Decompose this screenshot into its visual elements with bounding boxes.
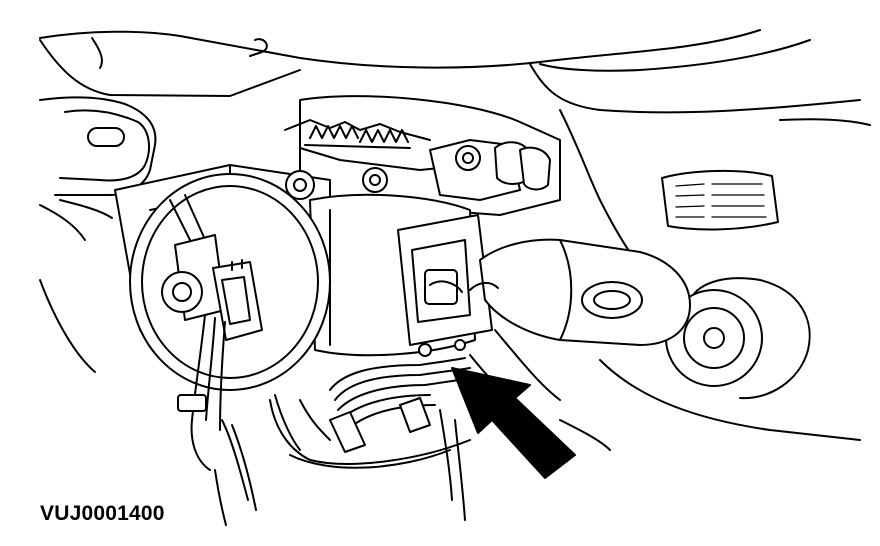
column-springs: [304, 125, 411, 149]
clockspring-connector: [161, 234, 263, 341]
left-dash-panel: [39, 96, 157, 373]
dash-slot: [87, 127, 125, 147]
figure-caption: VUJ0001400: [40, 502, 165, 525]
air-vent: [661, 169, 779, 231]
turn-signal-stalk: [469, 238, 691, 346]
dashboard-outline: [39, 29, 871, 126]
switch-connector: [397, 214, 493, 357]
pointer-arrow: [451, 367, 576, 479]
